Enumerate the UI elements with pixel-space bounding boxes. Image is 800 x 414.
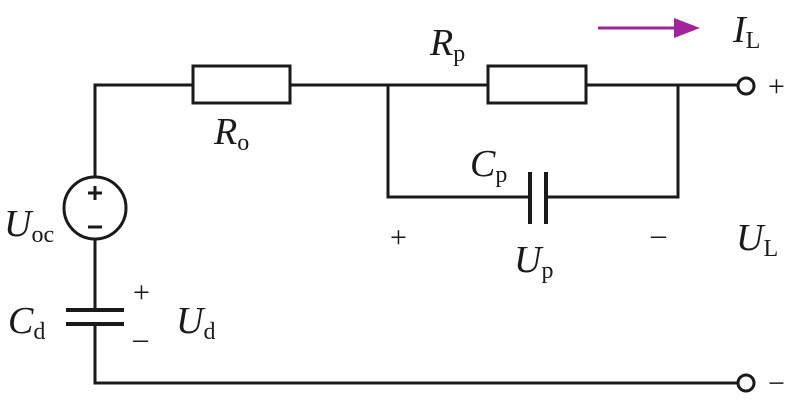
label-u-d: Ud — [176, 300, 215, 345]
label-c-d: Cd — [8, 300, 45, 345]
label-r-p: Rp — [429, 22, 465, 67]
label-u-oc: Uoc — [4, 203, 54, 248]
sign-up-plus: + — [390, 221, 407, 254]
label-u-p: Up — [514, 239, 553, 284]
label-c-p: Cp — [470, 143, 507, 188]
wire-cp-right — [544, 83, 680, 199]
voltage-source-icon — [62, 175, 128, 241]
sign-up-minus: – — [650, 218, 667, 251]
label-r-o: Ro — [213, 111, 249, 156]
sign-output-plus: + — [768, 70, 785, 103]
sign-ud-plus: + — [133, 276, 150, 309]
sign-output-minus: − — [768, 367, 785, 400]
terminal-bottom-icon — [736, 373, 756, 393]
label-i-l: IL — [732, 9, 760, 54]
label-u-l: UL — [736, 217, 778, 262]
resistor-ro — [191, 64, 292, 105]
terminal-top-icon — [736, 76, 756, 96]
resistor-rp — [486, 64, 588, 105]
current-arrow-icon — [598, 18, 700, 38]
sign-ud-minus: – — [132, 322, 149, 355]
wire-cp-left — [386, 83, 532, 199]
